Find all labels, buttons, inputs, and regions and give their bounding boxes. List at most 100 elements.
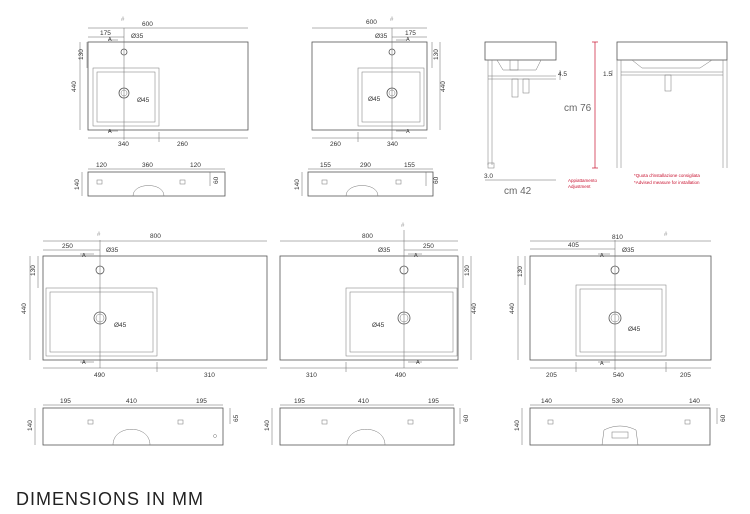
note-install-en: *Advised measure for installation — [634, 180, 700, 185]
dim-step: 4.5 — [558, 71, 567, 78]
dim-hole-offset: 175 — [100, 30, 111, 37]
section-mark: # — [97, 232, 101, 238]
section-label-a: A — [108, 129, 112, 135]
note-install-it: *Quota d'installazione consigliata — [634, 173, 700, 178]
dim-foot: 3.0 — [484, 173, 493, 180]
label-adjust-it: Appiattamento — [568, 178, 598, 183]
dim-hole-depth: 130 — [30, 265, 37, 276]
dim-side-width: 310 — [204, 372, 215, 379]
dim-total-width: 810 — [612, 234, 623, 241]
section-label-a: A — [416, 360, 420, 366]
stand-front-view: 1.5 *Quota d'installazione consigliata *… — [603, 41, 728, 185]
label-drain-diameter: Ø45 — [114, 322, 127, 329]
dim-side-width: 260 — [177, 141, 188, 148]
dim-hole-spacing: 410 — [358, 398, 369, 405]
dim-total-width: 800 — [362, 233, 373, 240]
caption: DIMENSIONS IN MM — [16, 489, 204, 509]
dim-offset-right: 155 — [404, 162, 415, 169]
dim-bowl-width: 340 — [118, 141, 129, 148]
dim-rim: 60 — [213, 176, 220, 184]
section-label-a: A — [406, 37, 410, 43]
dim-height: 140 — [264, 420, 271, 431]
dim-hole-depth: 130 — [464, 265, 471, 276]
dim-bowl-width: 490 — [94, 372, 105, 379]
dim-side-width: 310 — [306, 372, 317, 379]
label-adjust-en: Adjustment — [568, 184, 591, 189]
basin-600-left-top-view: # 600 175 Ø35 A A Ø45 440 130 340 260 — [71, 17, 249, 148]
dim-rim: 60 — [463, 414, 470, 422]
dim-side-width-right: 205 — [680, 372, 691, 379]
dim-depth: 440 — [440, 81, 447, 92]
dim-rim: 60 — [433, 176, 440, 184]
dim-offset-left: 155 — [320, 162, 331, 169]
dim-offset-right: 120 — [190, 162, 201, 169]
basin-810-center-front-view: 140 530 140 140 60 — [514, 398, 727, 446]
dim-bowl-width: 540 — [613, 372, 624, 379]
dim-stand-height: cm 76 — [564, 103, 592, 114]
dim-hole-depth: 130 — [78, 49, 85, 60]
section-mark: # — [390, 17, 394, 23]
section-label-a: A — [406, 129, 410, 135]
basin-600-left-front-view: 120 360 120 140 60 — [74, 162, 226, 197]
label-hole-diameter: Ø35 — [378, 247, 391, 254]
label-hole-diameter: Ø35 — [622, 247, 635, 254]
dim-offset-left: 140 — [541, 398, 552, 405]
dim-side-width: 260 — [330, 141, 341, 148]
dim-hole-spacing: 410 — [126, 398, 137, 405]
dim-height: 140 — [294, 179, 301, 190]
basin-800-right-top-view: # 800 250 Ø35 A A Ø45 130 440 310 490 — [279, 223, 478, 379]
dim-hole-spacing: 360 — [142, 162, 153, 169]
dim-total-width: 800 — [150, 233, 161, 240]
dim-hole-offset: 250 — [62, 243, 73, 250]
dim-depth: 440 — [509, 303, 516, 314]
basin-800-left-top-view: # 800 250 Ø35 A A Ø45 440 130 490 310 — [21, 232, 268, 379]
dim-hole-offset: 250 — [423, 243, 434, 250]
dim-side-width-left: 205 — [546, 372, 557, 379]
section-label-a: A — [108, 37, 112, 43]
label-drain-diameter: Ø45 — [368, 96, 381, 103]
label-hole-diameter: Ø35 — [131, 33, 144, 40]
label-drain-diameter: Ø45 — [137, 97, 150, 104]
dim-offset-left: 195 — [294, 398, 305, 405]
basin-800-right-front-view: 195 410 195 140 60 — [264, 398, 470, 446]
dim-total-width: 600 — [142, 21, 153, 28]
basin-810-center-top-view: # 810 405 Ø35 A A Ø45 440 130 205 540 20… — [509, 232, 712, 379]
section-label-a: A — [82, 360, 86, 366]
section-mark: # — [664, 232, 668, 238]
dim-depth: 440 — [21, 303, 28, 314]
dim-hole-offset: 405 — [568, 242, 579, 249]
stand-side-view: 4.5 3.0 cm 42 cm 76 Appiattamento Adjust… — [484, 41, 598, 197]
label-drain-diameter: Ø45 — [372, 322, 385, 329]
dim-offset-left: 120 — [96, 162, 107, 169]
section-label-a: A — [600, 253, 604, 259]
dim-total-width: 600 — [366, 19, 377, 26]
dim-hole-depth: 130 — [433, 49, 440, 60]
section-label-a: A — [414, 253, 418, 259]
dim-height: 140 — [514, 420, 521, 431]
section-label-a: A — [600, 361, 604, 367]
dim-depth: 440 — [471, 303, 478, 314]
dim-offset-right: 140 — [689, 398, 700, 405]
dim-bowl-width: 490 — [395, 372, 406, 379]
dim-rim: 60 — [720, 414, 727, 422]
dim-stand-width: cm 42 — [504, 186, 532, 197]
dim-height: 140 — [27, 420, 34, 431]
label-hole-diameter: Ø35 — [375, 33, 388, 40]
dim-depth: 440 — [71, 81, 78, 92]
section-label-a: A — [82, 253, 86, 259]
dim-offset-right: 195 — [428, 398, 439, 405]
basin-600-right-top-view: # 600 175 Ø35 A A Ø45 130 440 260 340 — [311, 17, 447, 148]
dim-hole-spacing: 290 — [360, 162, 371, 169]
dim-bowl-width: 340 — [387, 141, 398, 148]
dim-height: 140 — [74, 179, 81, 190]
basin-800-left-front-view: 195 410 195 140 65 — [27, 398, 240, 446]
dim-offset-right: 195 — [196, 398, 207, 405]
section-mark: # — [401, 223, 405, 229]
basin-600-right-front-view: 155 290 155 140 60 — [294, 162, 440, 197]
label-hole-diameter: Ø35 — [106, 247, 119, 254]
dim-rim: 65 — [233, 414, 240, 422]
label-drain-diameter: Ø45 — [628, 326, 641, 333]
dim-step-front: 1.5 — [603, 71, 612, 78]
section-mark: # — [121, 17, 125, 23]
